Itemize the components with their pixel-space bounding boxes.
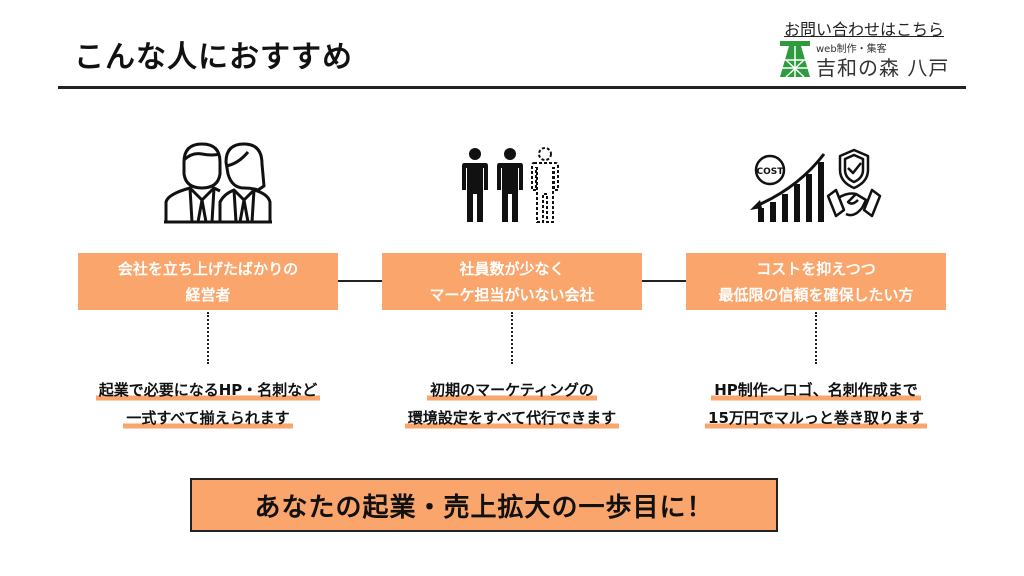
title-divider — [58, 86, 966, 89]
connector-line — [642, 280, 686, 282]
benefit-desc-2: 初期のマーケティングの 環境設定をすべて代行できます — [362, 376, 662, 432]
target-box-line: 会社を立ち上げたばかりの — [117, 259, 299, 278]
dotted-connector — [511, 312, 513, 364]
benefit-line: 起業で必要になるHP・名刺など — [95, 376, 321, 404]
page-title: こんな人におすすめ — [74, 40, 353, 75]
target-box-line: コストを抑えつつ — [756, 259, 876, 278]
dotted-connector — [207, 312, 209, 364]
staff-shortage-icon — [462, 147, 559, 223]
target-box-line: マーケ担当がいない会社 — [429, 285, 595, 304]
benefit-line: 一式すべて揃えられます — [123, 404, 293, 432]
logo-name: 吉和の森 八戸 — [816, 56, 950, 80]
connector-line — [338, 280, 382, 282]
benefit-line: 15万円でマルっと巻き取ります — [705, 404, 927, 432]
cta-banner: あなたの起業・売上拡大の一歩目に！ — [190, 478, 778, 532]
cost-label: COST — [757, 167, 785, 177]
dotted-connector — [815, 312, 817, 364]
contact-link[interactable]: お問い合わせはこちら — [784, 20, 945, 39]
benefit-desc-3: HP制作〜ロゴ、名刺作成まで 15万円でマルっと巻き取ります — [666, 376, 966, 432]
benefit-line: HP制作〜ロゴ、名刺作成まで — [711, 376, 921, 404]
target-box-1: 会社を立ち上げたばかりの 経営者 — [78, 253, 338, 310]
benefit-desc-1: 起業で必要になるHP・名刺など 一式すべて揃えられます — [58, 376, 358, 432]
benefit-line: 環境設定をすべて代行できます — [404, 404, 620, 432]
target-box-3: コストを抑えつつ 最低限の信頼を確保したい方 — [686, 253, 946, 310]
target-box-line: 最低限の信頼を確保したい方 — [718, 285, 914, 304]
target-box-2: 社員数が少なく マーケ担当がいない会社 — [382, 253, 642, 310]
logo-subtitle: web制作・集客 — [816, 44, 887, 55]
business-people-icon — [164, 142, 272, 224]
target-box-line: 社員数が少なく — [459, 259, 565, 278]
company-logo[interactable]: web制作・集客 吉和の森 八戸 — [778, 40, 978, 80]
cost-trust-icon: COST — [750, 148, 882, 222]
benefit-line: 初期のマーケティングの — [427, 376, 597, 404]
target-box-line: 経営者 — [185, 285, 231, 304]
forest-logo-icon — [780, 41, 810, 78]
